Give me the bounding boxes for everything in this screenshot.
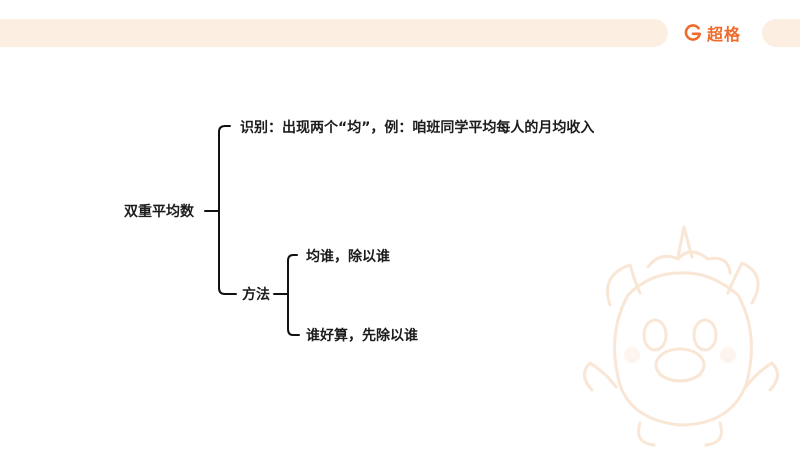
brand-name: 超格: [707, 25, 742, 44]
unicorn-mascot-icon: [583, 225, 779, 447]
identify-node: 识别：出现两个“均”，例：咱班同学平均每人的月均收入: [240, 120, 595, 136]
method-step-2: 谁好算，先除以谁: [306, 328, 418, 344]
method-node: 方法: [242, 287, 270, 303]
brand-logo: 超格: [683, 21, 741, 45]
method-step-1: 均谁，除以谁: [306, 249, 390, 265]
header-bar: [0, 19, 668, 47]
header-bar-end: [762, 19, 800, 47]
root-node: 双重平均数: [124, 204, 194, 220]
brand-logo-icon: [684, 24, 702, 41]
